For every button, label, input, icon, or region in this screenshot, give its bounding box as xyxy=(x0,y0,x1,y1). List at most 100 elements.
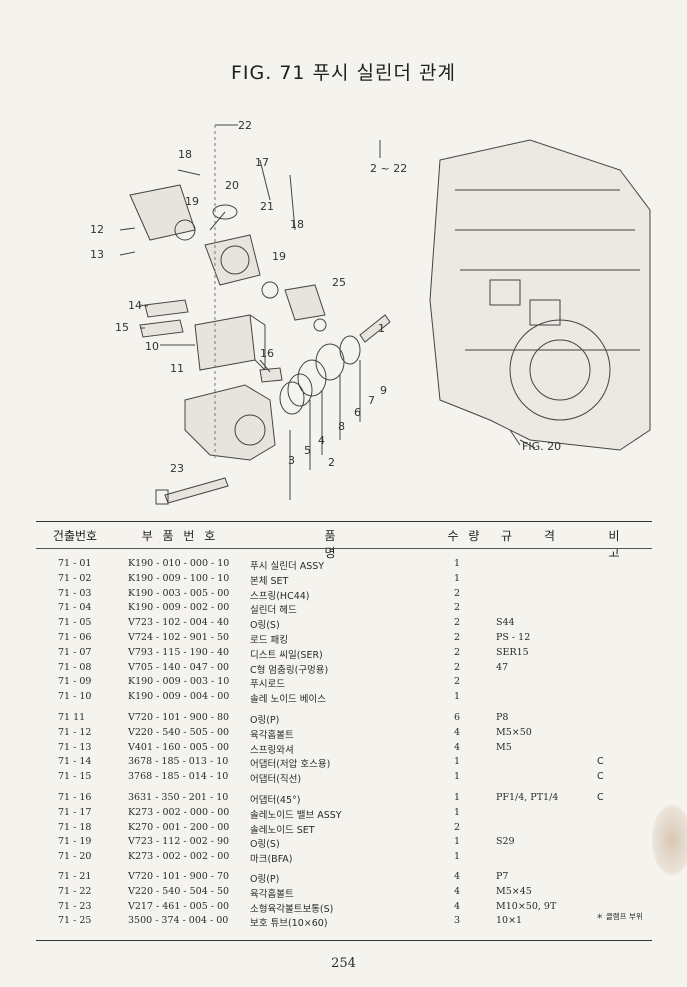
row-number: 71 - 17 xyxy=(58,806,92,818)
part-name: O링(P) xyxy=(250,715,280,726)
table-row: 71 - 25 3500 - 374 - 004 - 00 보호 튜브(10×60)… xyxy=(0,915,687,929)
part-number: V705 - 140 - 047 - 00 xyxy=(128,661,230,673)
part-name: 로드 패킹 xyxy=(250,635,288,646)
part-number: 3500 - 374 - 004 - 00 xyxy=(128,915,229,927)
quantity: 1 xyxy=(453,691,461,703)
row-number: 71 - 20 xyxy=(58,851,92,863)
table-bottom-rule xyxy=(36,940,652,941)
row-number: 71 - 10 xyxy=(58,691,92,703)
part-number: K273 - 002 - 002 - 00 xyxy=(128,851,230,863)
table-top-rule xyxy=(36,521,652,522)
quantity: 4 xyxy=(453,741,461,753)
quantity: 4 xyxy=(453,726,461,738)
part-name: 어댑터(직선) xyxy=(250,774,302,786)
quantity: 1 xyxy=(453,792,461,803)
specification: P8 xyxy=(496,712,509,723)
row-number: 71 - 05 xyxy=(58,617,92,629)
part-name: O링(S) xyxy=(250,620,280,632)
specification: S44 xyxy=(496,617,515,629)
part-name: 육각홈볼트 xyxy=(250,888,294,900)
header-note: 비 고 xyxy=(608,529,632,560)
row-number: 71 - 12 xyxy=(58,726,92,738)
part-name: 어댑터(저압 호스용) xyxy=(250,759,331,771)
callout: 7 xyxy=(368,394,375,407)
part-name: O링(S) xyxy=(250,839,280,851)
callout: 2 ~ 22 xyxy=(370,162,407,175)
specification: PS - 12 xyxy=(496,632,531,643)
callout: 20 xyxy=(225,179,239,192)
part-name: 보호 튜브(10×60) xyxy=(250,918,328,930)
callout: 1 xyxy=(378,322,385,335)
part-number: V217 - 461 - 005 - 00 xyxy=(128,900,230,912)
quantity: 4 xyxy=(453,885,461,897)
row-number: 71 11 xyxy=(58,712,86,723)
callout: 15 xyxy=(115,321,129,334)
row-number: 71 - 13 xyxy=(58,741,92,753)
part-name: 어댑터(45°) xyxy=(250,795,301,806)
part-name: 스프링와셔 xyxy=(250,744,294,756)
part-name: 솔레 노이드 베이스 xyxy=(250,694,326,706)
part-number: V723 - 112 - 002 - 90 xyxy=(128,836,230,848)
exploded-view-drawing: 22 18 2 ~ 22 20 17 19 21 12 18 13 19 25 … xyxy=(90,119,651,505)
part-number: K270 - 001 - 200 - 00 xyxy=(128,821,230,833)
header-name: 품 명 xyxy=(324,529,376,560)
quantity: 2 xyxy=(453,632,461,643)
part-number: K273 - 002 - 000 - 00 xyxy=(128,806,230,818)
part-number: K190 - 009 - 002 - 00 xyxy=(128,602,230,614)
callout: 3 xyxy=(288,454,295,467)
callout: 10 xyxy=(145,340,159,353)
callout: 4 xyxy=(318,434,325,447)
quantity: 2 xyxy=(453,587,461,599)
table-row: 71 - 17 K273 - 002 - 000 - 00 솔레노이드 밸브 ASS… xyxy=(0,807,687,821)
remark: C xyxy=(597,771,604,783)
specification: P7 xyxy=(496,871,509,882)
callout: 9 xyxy=(380,384,387,397)
page-number: 254 xyxy=(331,956,356,971)
row-number: 71 - 22 xyxy=(58,885,92,897)
specification: M5×45 xyxy=(496,885,532,897)
callout: 14 xyxy=(128,299,142,312)
callout: 17 xyxy=(255,156,269,169)
header-no: 건출번호 xyxy=(52,529,98,543)
row-number: 71 - 21 xyxy=(58,871,92,882)
quantity: 1 xyxy=(453,756,461,768)
quantity: 2 xyxy=(453,646,461,658)
header-qty: 수 량 xyxy=(447,529,483,543)
callout: 19 xyxy=(185,195,199,208)
table-row: 71 - 10 K190 - 009 - 004 - 00 솔레 노이드 베이스 1 xyxy=(0,691,687,705)
part-name: 솔레노이드 밸브 ASSY xyxy=(250,809,342,821)
part-name: 육각홈볼트 xyxy=(250,729,294,741)
specification: 47 xyxy=(496,661,509,673)
part-name: 푸시 실린더 ASSY xyxy=(250,561,325,572)
row-number: 71 - 23 xyxy=(58,900,92,912)
part-number: K190 - 009 - 100 - 10 xyxy=(128,572,230,584)
part-number: K190 - 009 - 004 - 00 xyxy=(128,691,230,703)
quantity: 1 xyxy=(453,572,461,584)
callout: 23 xyxy=(170,462,184,475)
part-name: 소형육각볼트보통(S) xyxy=(250,903,334,915)
specification: 10×1 xyxy=(496,915,523,927)
row-number: 71 - 25 xyxy=(58,915,92,927)
quantity: 1 xyxy=(453,771,461,783)
callout: 2 xyxy=(328,456,335,469)
row-number: 71 - 08 xyxy=(58,661,92,673)
part-number: V720 - 101 - 900 - 70 xyxy=(128,871,230,882)
callout: FIG. 20 xyxy=(522,440,561,453)
part-number: V220 - 540 - 505 - 00 xyxy=(128,726,230,738)
part-number: V793 - 115 - 190 - 40 xyxy=(128,646,230,658)
header-part: 부 품 번 호 xyxy=(141,529,219,543)
